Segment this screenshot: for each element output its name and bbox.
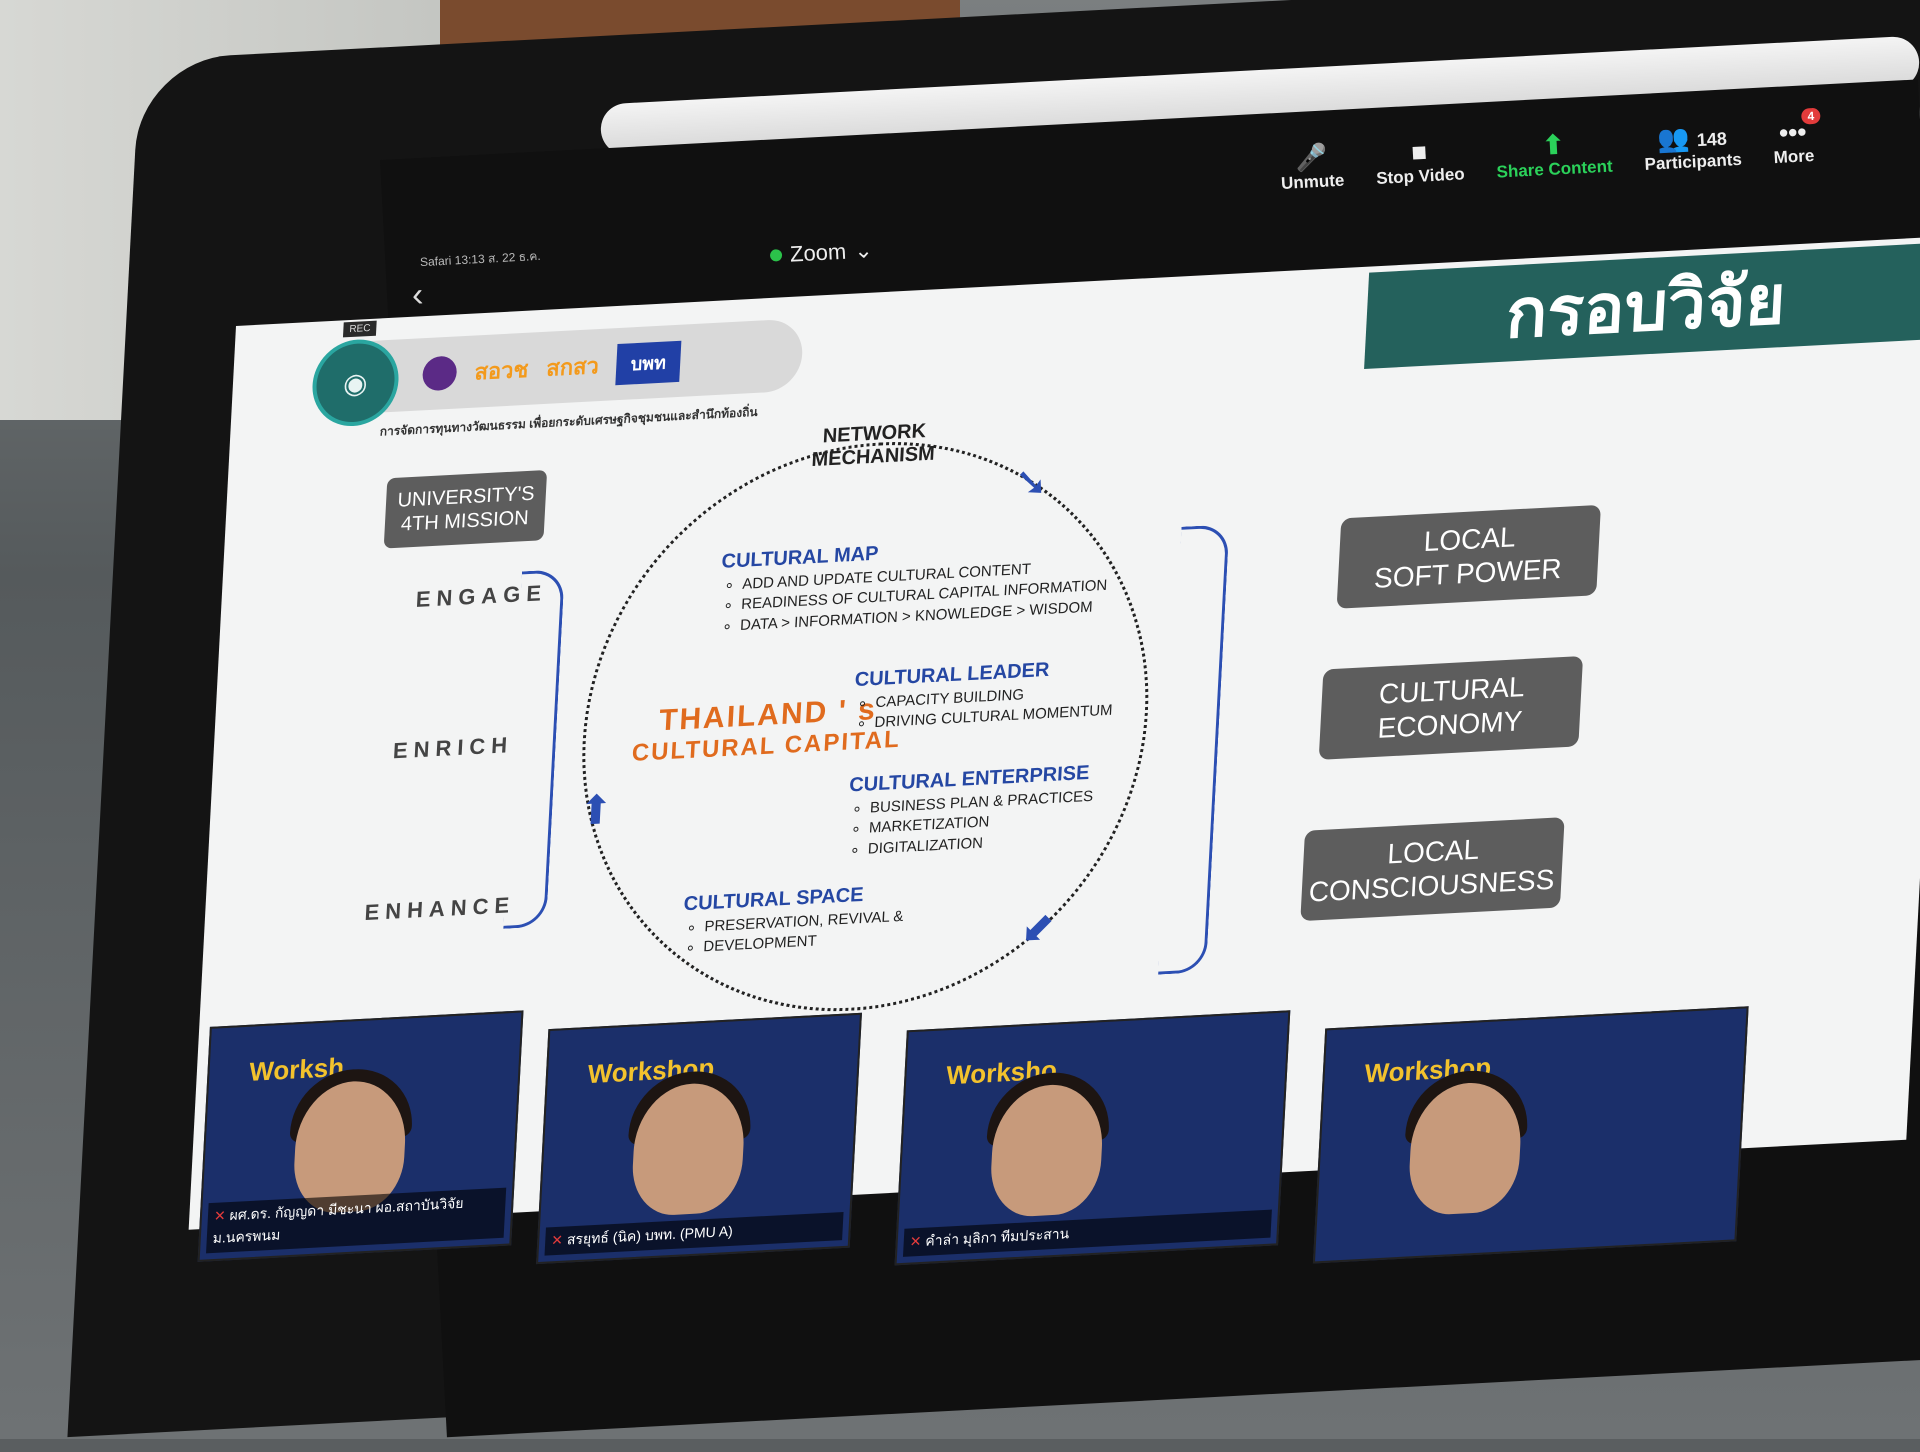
logo-3: บพท bbox=[615, 340, 682, 385]
cycle-arrow-icon: ⬋ bbox=[1019, 904, 1056, 951]
more-button[interactable]: ••• 4 More bbox=[1772, 107, 1821, 168]
microphone-muted-icon: 🎤 bbox=[1294, 141, 1329, 174]
chevron-down-icon: ⌄ bbox=[853, 237, 874, 264]
logo-1: สอวช bbox=[473, 356, 530, 385]
participant-tile[interactable]: Workshop bbox=[1312, 1006, 1749, 1264]
outcome-line: LOCAL bbox=[1386, 833, 1481, 870]
cycle-arrow-icon: ⬆ bbox=[577, 787, 614, 834]
share-arrow-icon: ⬆ bbox=[1541, 129, 1565, 161]
participant-tile[interactable]: Workshop ✕สรยุทธ์ (นิค) บพท. (PMU A) bbox=[536, 1012, 862, 1265]
participant-name: ✕สรยุทธ์ (นิค) บพท. (PMU A) bbox=[544, 1211, 844, 1256]
participant-tile[interactable]: Worksho ✕คำล่า มุลิกา ทีมประสาน bbox=[894, 1010, 1291, 1266]
mic-muted-icon: ✕ bbox=[550, 1231, 564, 1249]
video-camera-icon: ■ bbox=[1410, 136, 1428, 168]
cultural-enterprise-block: CULTURAL ENTERPRISE BUSINESS PLAN & PRAC… bbox=[845, 762, 1095, 861]
participants-icon: 👥 148 bbox=[1656, 122, 1728, 155]
mission-line-2: 4TH MISSION bbox=[400, 506, 530, 536]
back-icon[interactable]: ‹ bbox=[410, 275, 425, 315]
mic-muted-icon: ✕ bbox=[909, 1232, 922, 1250]
participant-name-text: สรยุทธ์ (นิค) บพท. (PMU A) bbox=[566, 1222, 734, 1248]
network-mechanism-label: NETWORK MECHANISM bbox=[811, 419, 937, 472]
outcome-line: CONSCIOUSNESS bbox=[1308, 863, 1556, 908]
logo-2: สกสว bbox=[545, 352, 600, 381]
outcome-line: SOFT POWER bbox=[1373, 552, 1563, 594]
ladder-enhance: ENHANCE bbox=[363, 892, 516, 926]
university-logo-icon bbox=[421, 355, 458, 392]
zoom-label: Zoom bbox=[789, 238, 847, 267]
zoom-menu[interactable]: Zoom ⌄ bbox=[769, 237, 873, 268]
participant-name-text: คำล่า มุลิกา ทีมประสาน bbox=[925, 1225, 1070, 1249]
stop-video-button[interactable]: ■ Stop Video bbox=[1374, 134, 1465, 189]
secure-dot-icon bbox=[769, 249, 783, 262]
participant-tile[interactable]: Worksh ✕ผศ.ดร. กัญญดา มีชะนา ผอ.สถาบันวิ… bbox=[197, 1010, 524, 1262]
outcome-line: ECONOMY bbox=[1376, 705, 1524, 744]
share-content-button[interactable]: ⬆ Share Content bbox=[1495, 127, 1614, 183]
mic-muted-icon: ✕ bbox=[213, 1207, 227, 1224]
left-bracket bbox=[503, 569, 565, 929]
cultural-leader-block: CULTURAL LEADER CAPACITY BUILDING DRIVIN… bbox=[852, 655, 1115, 734]
participant-name: ✕ผศ.ดร. กัญญดา มีชะนา ผอ.สถาบันวิจัย ม.น… bbox=[206, 1187, 507, 1254]
unmute-label: Unmute bbox=[1280, 170, 1345, 193]
more-label: More bbox=[1773, 146, 1815, 168]
cycle-arrow-icon: ➘ bbox=[1013, 459, 1050, 506]
participant-name-text: ผศ.ดร. กัญญดา มีชะนา ผอ.สถาบันวิจัย ม.นค… bbox=[212, 1194, 464, 1247]
cultural-space-block: CULTURAL SPACE PRESERVATION, REVIVAL & D… bbox=[681, 882, 905, 959]
outcome-line: CULTURAL bbox=[1378, 671, 1526, 711]
participants-count: 148 bbox=[1696, 128, 1728, 151]
rec-label: REC bbox=[342, 320, 377, 338]
right-bracket bbox=[1158, 524, 1230, 975]
participant-name: ✕คำล่า มุลิกา ทีมประสาน bbox=[902, 1209, 1272, 1257]
outcome-line: LOCAL bbox=[1422, 521, 1517, 558]
unmute-button[interactable]: 🎤 Unmute bbox=[1279, 141, 1345, 194]
ladder-enrich: ENRICH bbox=[392, 732, 514, 764]
camera-icon[interactable]: ◉ bbox=[310, 337, 401, 429]
partner-logos: สอวช สกสว บพท bbox=[330, 318, 805, 416]
participants-button[interactable]: 👥 148 Participants bbox=[1643, 120, 1743, 175]
